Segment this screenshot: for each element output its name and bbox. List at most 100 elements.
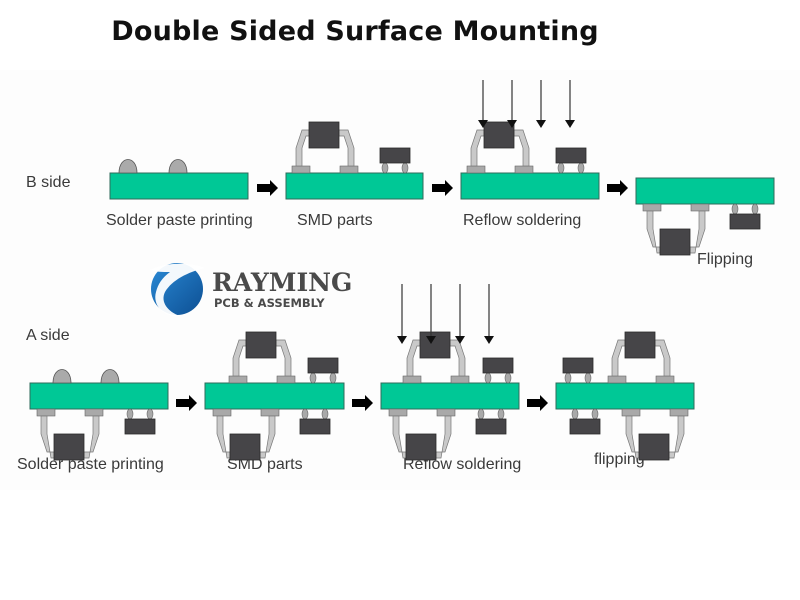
- process-arrow-icon: [432, 180, 453, 196]
- ic-lead: [216, 415, 231, 459]
- a-heat-arrows: [397, 284, 494, 344]
- chip-body: [482, 357, 514, 374]
- b-step-4-flipping: [635, 177, 775, 256]
- ic-body: [483, 121, 515, 149]
- chip-body: [124, 418, 156, 435]
- a-side-label: A side: [26, 327, 70, 344]
- ic-lead: [611, 339, 626, 377]
- process-arrow-icon: [257, 180, 278, 196]
- b-step-2-label: SMD parts: [297, 212, 373, 229]
- ic-component: [212, 408, 280, 461]
- heat-arrowhead-icon: [426, 336, 436, 344]
- ic-component: [228, 331, 296, 384]
- solder-pad: [690, 203, 710, 212]
- ic-body: [245, 331, 277, 359]
- solder-pad: [514, 165, 534, 174]
- ic-body: [659, 228, 691, 256]
- ic-body: [405, 433, 437, 461]
- chip-component: [555, 147, 587, 174]
- solder-ball: [401, 162, 409, 174]
- ic-component: [621, 408, 689, 461]
- process-arrow-icon: [176, 395, 197, 411]
- chip-component: [307, 357, 339, 384]
- chip-component: [569, 408, 601, 435]
- pcb-board: [635, 177, 775, 205]
- ic-component: [466, 121, 534, 174]
- ic-body: [53, 433, 85, 461]
- solder-pad: [276, 375, 296, 384]
- b-step-3-reflow-soldering: [460, 121, 600, 200]
- ic-lead: [654, 339, 671, 377]
- chip-component: [379, 147, 411, 174]
- chip-component: [562, 357, 594, 384]
- ic-lead: [646, 210, 661, 254]
- solder-pad: [339, 165, 359, 174]
- pcb-board: [460, 172, 600, 200]
- heat-arrowhead-icon: [455, 336, 465, 344]
- ic-lead: [435, 415, 452, 459]
- pcb-board: [380, 382, 520, 410]
- a-step-1-solder-paste-printing: [29, 369, 169, 461]
- solder-pad: [291, 165, 311, 174]
- ic-component: [36, 408, 104, 461]
- pcb-board: [555, 382, 695, 410]
- solder-ball: [577, 162, 585, 174]
- solder-pad: [36, 408, 56, 417]
- heat-arrowhead-icon: [507, 120, 517, 128]
- solder-ball: [309, 372, 317, 384]
- process-arrow-icon: [352, 395, 373, 411]
- a-step-1-label: Solder paste printing: [17, 456, 164, 473]
- ic-lead: [40, 415, 55, 459]
- ic-lead: [392, 415, 407, 459]
- process-arrow-icon: [607, 180, 628, 196]
- ic-lead: [295, 129, 310, 167]
- logo-name: RAYMING: [212, 268, 352, 297]
- solder-pad: [642, 203, 662, 212]
- ic-lead: [668, 415, 685, 459]
- solder-ball: [504, 372, 512, 384]
- solder-pad: [84, 408, 104, 417]
- chip-body: [379, 147, 411, 164]
- ic-body: [624, 331, 656, 359]
- solder-ball: [731, 203, 739, 215]
- chip-body: [307, 357, 339, 374]
- ic-body: [638, 433, 670, 461]
- heat-arrowhead-icon: [484, 336, 494, 344]
- ic-component: [388, 408, 456, 461]
- ic-lead: [513, 129, 530, 167]
- solder-pad: [669, 408, 689, 417]
- chip-body: [299, 418, 331, 435]
- page-title: Double Sided Surface Mounting: [111, 16, 599, 47]
- heat-arrowhead-icon: [478, 120, 488, 128]
- rayming-logo: RAYMING PCB & ASSEMBLY: [150, 263, 352, 317]
- a-step-3-reflow-soldering: [380, 331, 520, 461]
- process-arrow-icon: [527, 395, 548, 411]
- ic-component: [607, 331, 675, 384]
- solder-ball: [557, 162, 565, 174]
- logo-globe-icon: [150, 263, 205, 317]
- ic-lead: [470, 129, 485, 167]
- solder-ball: [146, 408, 154, 420]
- solder-pad: [450, 375, 470, 384]
- ic-lead: [689, 210, 706, 254]
- b-side-label: B side: [26, 174, 71, 191]
- solder-pad: [466, 165, 486, 174]
- solder-ball: [564, 372, 572, 384]
- ic-body: [308, 121, 340, 149]
- chip-body: [569, 418, 601, 435]
- solder-ball: [329, 372, 337, 384]
- ic-lead: [338, 129, 355, 167]
- solder-ball: [301, 408, 309, 420]
- b-step-2-smd-parts: [285, 121, 424, 200]
- solder-ball: [321, 408, 329, 420]
- solder-pad: [655, 375, 675, 384]
- chip-body: [729, 213, 761, 230]
- ic-lead: [275, 339, 292, 377]
- solder-ball: [484, 372, 492, 384]
- solder-pad: [388, 408, 408, 417]
- pcb-board: [29, 382, 169, 410]
- a-step-2-smd-parts: [204, 331, 345, 461]
- solder-pad: [212, 408, 232, 417]
- b-step-1-label: Solder paste printing: [106, 212, 253, 229]
